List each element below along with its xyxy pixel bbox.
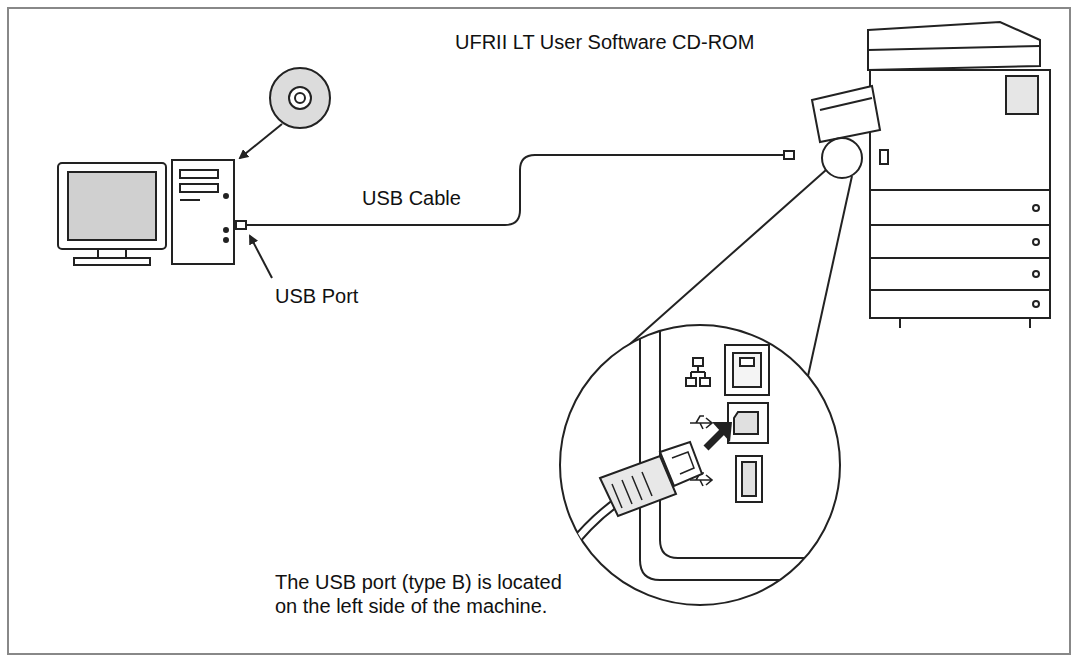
leader-line bbox=[808, 176, 852, 376]
part-label: UFRII LT User Software CD-ROM bbox=[455, 30, 754, 54]
printer bbox=[812, 22, 1050, 328]
port-panel bbox=[560, 320, 860, 580]
zoom-circle bbox=[560, 325, 840, 605]
detail-marker bbox=[822, 138, 862, 178]
usb-plug bbox=[784, 151, 794, 159]
monitor bbox=[58, 163, 166, 265]
usb-plug bbox=[236, 221, 246, 229]
note-text: The USB port (type B) is located on the … bbox=[275, 570, 577, 618]
frame bbox=[8, 8, 1070, 654]
cd-rom bbox=[270, 68, 330, 128]
plug-arrow bbox=[712, 422, 732, 442]
part-label: USB Cable bbox=[362, 186, 461, 210]
part-label: USB Port bbox=[275, 284, 358, 308]
computer-tower bbox=[172, 160, 234, 264]
leader-line bbox=[250, 236, 272, 278]
usb-cable bbox=[246, 155, 784, 225]
insert-arrow bbox=[240, 124, 282, 158]
plug-arrow bbox=[706, 432, 722, 448]
